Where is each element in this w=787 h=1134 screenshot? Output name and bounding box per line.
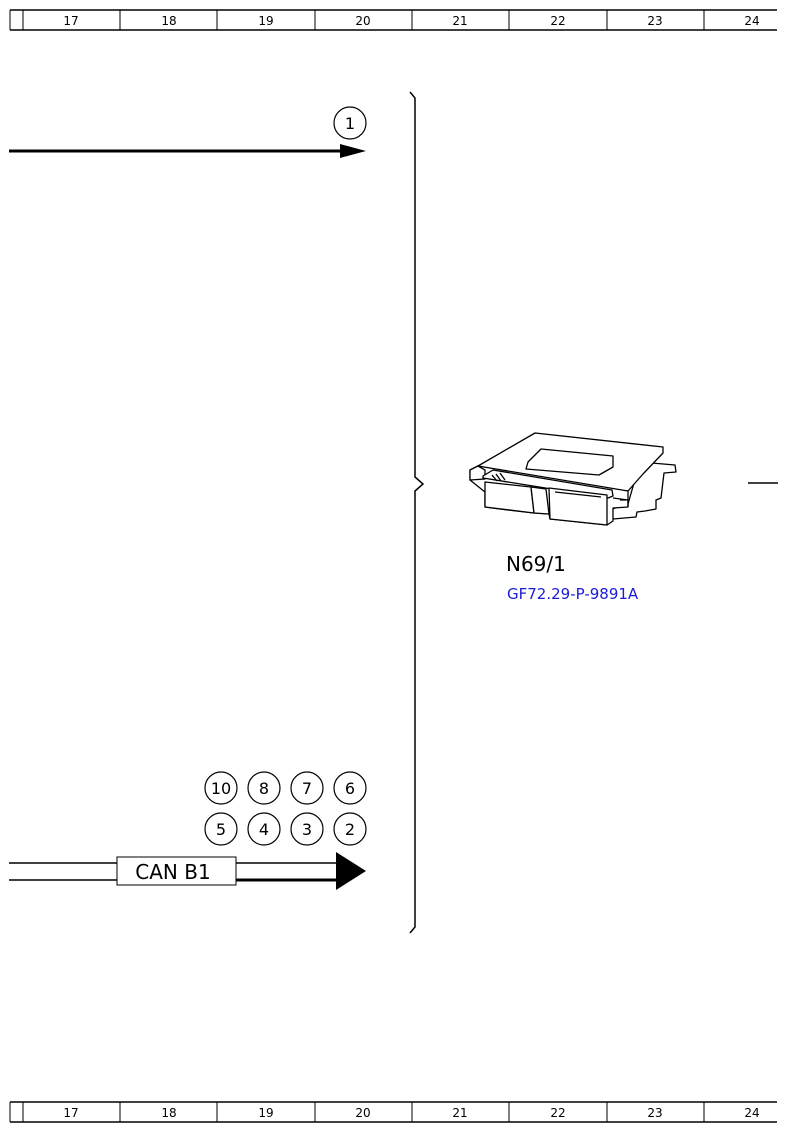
bubble-number: 8 [259, 779, 269, 798]
bubble-number: 7 [302, 779, 312, 798]
column-label: 17 [63, 1106, 78, 1120]
bubble-number: 2 [345, 820, 355, 839]
component-reference-link[interactable]: GF72.29-P-9891A [507, 585, 639, 603]
column-label: 24 [744, 1106, 759, 1120]
bubble-number: 10 [211, 779, 231, 798]
signal-arrow [9, 144, 366, 158]
column-label: 22 [550, 14, 565, 28]
reference-bubble: 5 [204, 812, 238, 846]
column-label: 21 [452, 1106, 467, 1120]
column-label: 22 [550, 1106, 565, 1120]
column-label: 20 [355, 14, 370, 28]
reference-bubble: 10 [204, 771, 238, 805]
reference-bubble: 3 [290, 812, 324, 846]
bus-label-box [116, 856, 237, 886]
bubble-number: 6 [345, 779, 355, 798]
bus-label: CAN B1 [135, 860, 210, 884]
bubble-number: 5 [216, 820, 226, 839]
control-unit-icon [469, 432, 677, 526]
bubble-number: 3 [302, 820, 312, 839]
reference-bubble: 1 [333, 106, 367, 140]
component-id: N69/1 [506, 552, 566, 576]
reference-bubble: 7 [290, 771, 324, 805]
column-label: 24 [744, 14, 759, 28]
column-label: 19 [258, 14, 273, 28]
bubble-number: 4 [259, 820, 269, 839]
bubble-number: 1 [345, 114, 355, 133]
column-label: 21 [452, 14, 467, 28]
column-ruler-top: 17 18 19 20 21 22 23 24 [9, 9, 777, 31]
column-label: 18 [161, 1106, 176, 1120]
reference-bubble: 2 [333, 812, 367, 846]
column-label: 23 [647, 14, 662, 28]
column-ruler-bottom: 17 18 19 20 21 22 23 24 [9, 1101, 777, 1123]
column-label: 19 [258, 1106, 273, 1120]
column-label: 17 [63, 14, 78, 28]
grouping-brace [409, 91, 425, 934]
column-label: 23 [647, 1106, 662, 1120]
column-label: 18 [161, 14, 176, 28]
column-label: 20 [355, 1106, 370, 1120]
reference-bubble: 4 [247, 812, 281, 846]
can-bus-arrow [9, 852, 366, 890]
reference-bubble: 6 [333, 771, 367, 805]
reference-bubble: 8 [247, 771, 281, 805]
